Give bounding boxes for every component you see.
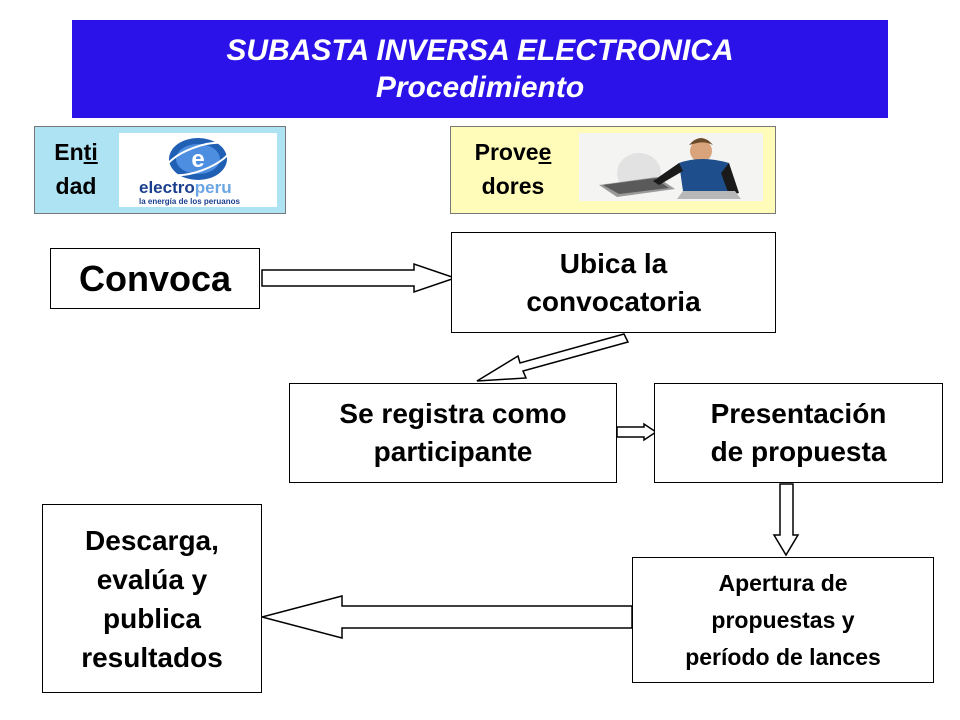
step-presentacion-propuesta: Presentación de propuesta [654,383,943,483]
logo-brand-a: electro [139,178,195,197]
logo-tagline: la energía de los peruanos [139,197,240,206]
title-banner: SUBASTA INVERSA ELECTRONICA Procedimient… [72,20,888,118]
arrow-presentacion-to-apertura [772,483,800,557]
legend-proveedores: Provee dores [450,126,776,214]
arrow-convoca-to-ubica [261,262,458,294]
logo-brand-b: peru [195,178,232,197]
step-apertura-lances: Apertura de propuestas y período de lanc… [632,557,934,683]
arrow-registra-to-presentacion [616,422,658,442]
arrow-ubica-to-registra [476,333,630,382]
step-convoca: Convoca [50,248,260,309]
legend-entidad: Enti dad e electroperu la energía de los… [34,126,286,214]
svg-text:electroperu: electroperu [139,178,232,197]
person-laptop-image [579,133,763,201]
electroperu-logo: e electroperu la energía de los peruanos [119,133,277,207]
arrow-apertura-to-descarga [259,595,633,639]
diagram-title: SUBASTA INVERSA ELECTRONICA [226,34,734,67]
step-ubica-convocatoria: Ubica la convocatoria [451,232,776,333]
legend-proveedores-label: Provee dores [474,139,552,199]
step-descarga-evalua-publica: Descarga, evalúa y publica resultados [42,504,262,693]
logo-icon-letter: e [191,146,204,173]
legend-entidad-label: Enti dad [54,139,98,199]
step-registra-participante: Se registra como participante [289,383,617,483]
diagram-subtitle: Procedimiento [375,71,585,104]
